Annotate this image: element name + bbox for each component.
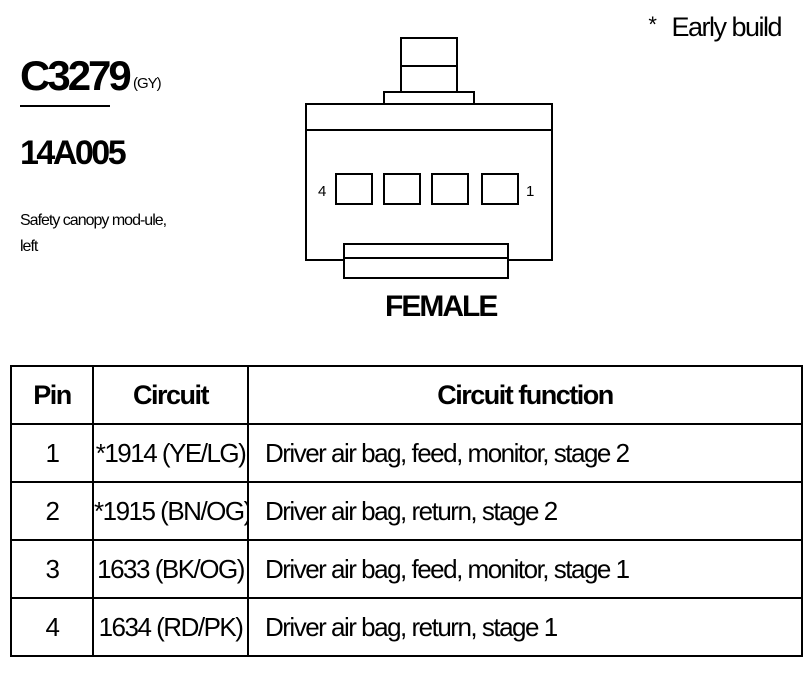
- title-underline: [20, 105, 110, 107]
- cell-circuit: *1914 (YE/LG): [92, 423, 249, 483]
- cavity-3: [383, 173, 421, 205]
- cell-pin: 1: [10, 423, 94, 483]
- tab-shoulder: [383, 91, 475, 104]
- cell-function: Driver air bag, feed, monitor, stage 1: [247, 539, 803, 599]
- cell-circuit: *1915 (BN/OG): [92, 481, 249, 541]
- cell-pin: 2: [10, 481, 94, 541]
- header-function: Circuit function: [247, 365, 803, 425]
- pin-label-left: 4: [318, 183, 326, 200]
- early-build-note: * Early build: [648, 12, 782, 43]
- connector-description: Safety canopy mod-ule, left: [20, 212, 167, 255]
- connector-gender-label: FEMALE: [385, 290, 498, 323]
- pin-table: Pin Circuit Circuit function 1 *1914 (YE…: [10, 365, 803, 657]
- cell-function: Driver air bag, return, stage 1: [247, 597, 803, 657]
- header-circuit: Circuit: [92, 365, 249, 425]
- cavity-2: [431, 173, 469, 205]
- cell-function: Driver air bag, feed, monitor, stage 2: [247, 423, 803, 483]
- table-row: 3 1633 (BK/OG) Driver air bag, feed, mon…: [10, 539, 803, 599]
- note-text: Early build: [671, 12, 782, 42]
- asterisk-marker: *: [648, 12, 657, 37]
- cavity-1: [481, 173, 519, 205]
- header-pin: Pin: [10, 365, 94, 425]
- table-row: 1 *1914 (YE/LG) Driver air bag, feed, mo…: [10, 423, 803, 483]
- part-number: 14A005: [20, 134, 127, 172]
- connector-id: C3279: [20, 52, 132, 99]
- connector-color: (GY): [133, 75, 162, 92]
- connector-face-diagram: 4 1: [305, 37, 553, 279]
- table-header-row: Pin Circuit Circuit function: [10, 365, 803, 425]
- cell-circuit: 1634 (RD/PK): [92, 597, 249, 657]
- cell-function: Driver air bag, return, stage 2: [247, 481, 803, 541]
- cell-circuit: 1633 (BK/OG): [92, 539, 249, 599]
- pin-label-right: 1: [526, 183, 534, 200]
- bottom-key: [343, 243, 509, 279]
- table-row: 2 *1915 (BN/OG) Driver air bag, return, …: [10, 481, 803, 541]
- cell-pin: 3: [10, 539, 94, 599]
- cell-pin: 4: [10, 597, 94, 657]
- cavity-4: [335, 173, 373, 205]
- table-row: 4 1634 (RD/PK) Driver air bag, return, s…: [10, 597, 803, 657]
